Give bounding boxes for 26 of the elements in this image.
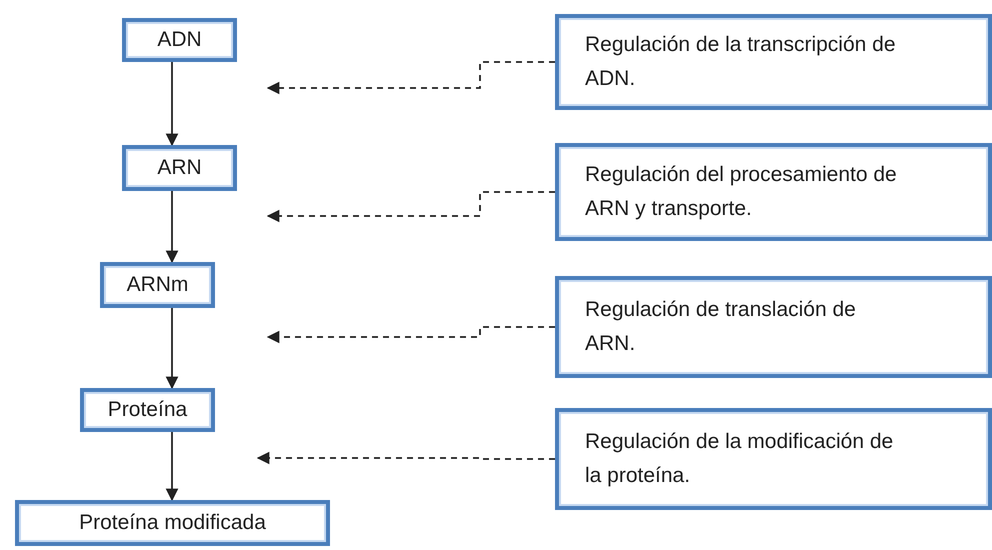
box-text: Proteína: [108, 398, 188, 422]
process-box: [80, 388, 215, 432]
box-text: ARNm: [126, 273, 188, 297]
dashed-arrow: [266, 191, 555, 222]
process-box: [100, 262, 215, 308]
box-text: ARN: [157, 156, 202, 180]
note-box: [555, 14, 992, 110]
process-box: [122, 145, 237, 191]
arrow: [166, 62, 178, 146]
note-box: [555, 143, 992, 241]
box-text: Proteína modificada: [79, 511, 266, 535]
dashed-arrow: [266, 326, 555, 344]
dashed-arrow: [256, 452, 555, 464]
box-text: Regulación de la modificación de la proteína.: [585, 429, 894, 489]
note-box: [555, 276, 992, 378]
arrow: [166, 191, 178, 264]
arrow: [166, 308, 178, 390]
process-box: [122, 18, 237, 62]
process-box: [15, 500, 330, 546]
box-text: ADN: [157, 28, 202, 52]
box-text: Regulación de la transcripción de ADN.: [585, 32, 897, 92]
dashed-arrow: [266, 61, 555, 94]
box-text: Regulación de translación de ARN.: [585, 297, 857, 357]
note-box: [555, 408, 992, 510]
arrow: [166, 432, 178, 502]
box-text: Regulación del procesamiento de ARN y transporte.: [585, 162, 897, 222]
